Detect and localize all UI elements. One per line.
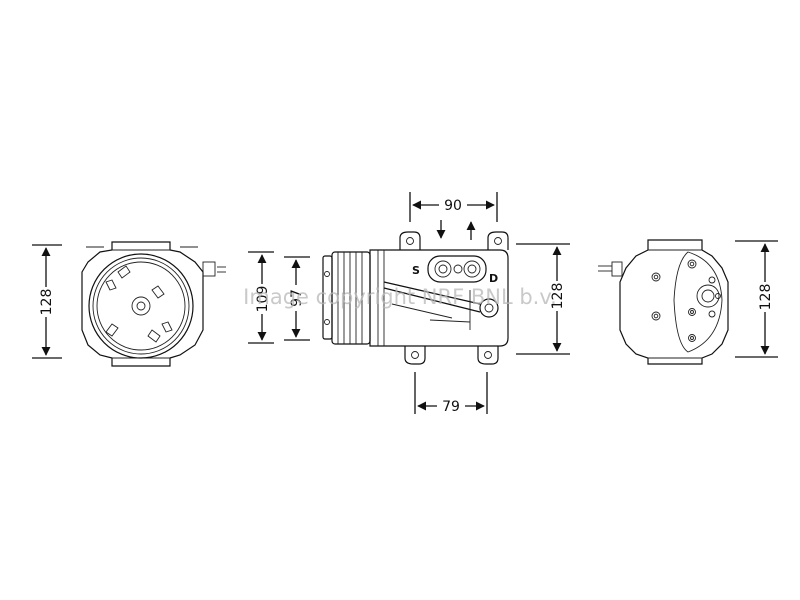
- suction-port-label: S: [412, 264, 420, 277]
- rear-height-dimension: 128: [735, 240, 778, 358]
- port-spacing-dimension: 90: [409, 192, 498, 222]
- side-body-height-label: 128: [550, 283, 566, 310]
- front-height-dimension: 128: [32, 244, 62, 359]
- front-view: 128: [32, 241, 226, 367]
- side-outer-height-label: 109: [255, 286, 271, 313]
- side-body-height-dimension: 128: [516, 243, 570, 355]
- front-height-label: 128: [39, 289, 55, 316]
- rear-view: 128: [598, 239, 778, 365]
- side-outer-height-dimension: 109: [248, 251, 274, 344]
- rear-height-label: 128: [758, 284, 774, 311]
- rear-housing: [598, 239, 729, 365]
- mount-spacing-dimension: 79: [414, 372, 488, 415]
- port-spacing-label: 90: [444, 198, 462, 214]
- discharge-port-label: D: [489, 272, 498, 285]
- side-body: S D: [369, 231, 509, 365]
- front-housing: [81, 241, 226, 367]
- side-view: 109 97 90: [248, 192, 570, 415]
- copyright-watermark: Image copyright NRF BNL b.v.: [243, 285, 557, 309]
- side-inner-height-label: 97: [289, 289, 305, 307]
- side-inner-height-dimension: 97: [284, 256, 310, 341]
- mount-spacing-label: 79: [442, 399, 460, 415]
- flow-arrows: [436, 220, 476, 240]
